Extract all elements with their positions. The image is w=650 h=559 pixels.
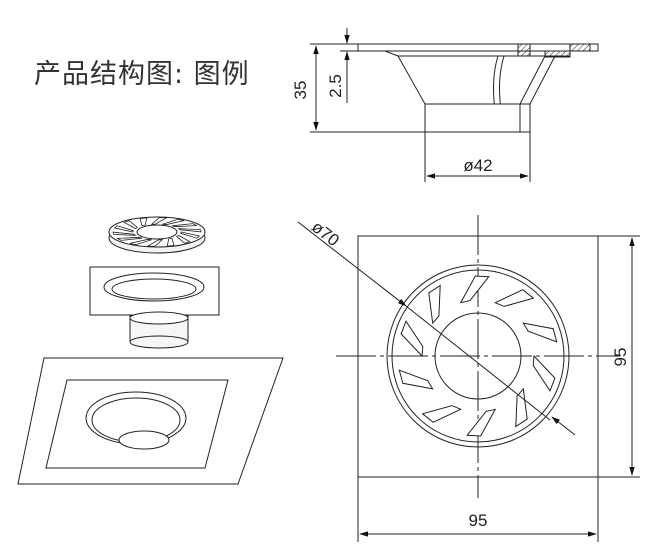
cover-slot <box>116 236 143 241</box>
cover-slot <box>166 237 175 247</box>
strainer-slot <box>400 320 424 358</box>
strainer-slot <box>459 275 490 304</box>
cover-slot <box>171 223 198 228</box>
drain-tray <box>89 266 220 349</box>
cover-slot <box>112 231 137 236</box>
cover-slot <box>146 239 164 247</box>
strainer-slot <box>532 354 556 392</box>
diagram-title: 产品结构图: 图例 <box>34 59 250 90</box>
strainer-slot <box>522 322 558 343</box>
cover-slot <box>162 218 185 226</box>
cover-slot <box>180 231 201 239</box>
top-view <box>336 215 620 498</box>
side-section-view <box>357 43 599 133</box>
strainer-diameter-label: ø70 <box>308 217 343 250</box>
cover-slot <box>150 217 168 225</box>
strainer-slot <box>494 289 535 307</box>
flange-thickness-label: 2.5 <box>326 74 345 98</box>
strainer-slot <box>466 408 497 437</box>
cover-slot <box>177 228 202 233</box>
base-plate <box>17 357 284 485</box>
cover-slot <box>123 220 138 230</box>
plate-width-label: 95 <box>469 511 488 530</box>
strainer-slot <box>515 387 528 428</box>
side-view-dimensions <box>310 28 531 182</box>
strainer-slot <box>421 405 462 423</box>
strainer-slot <box>428 284 441 325</box>
cover-slot <box>129 238 152 246</box>
cover-slot <box>113 225 134 233</box>
plate-height-label: 95 <box>611 348 630 367</box>
top-view-dimensions <box>297 221 640 542</box>
cover-slot <box>176 234 191 244</box>
height-label: 35 <box>291 81 310 100</box>
strainer-cover <box>108 216 206 254</box>
cover-slot <box>139 217 148 227</box>
outlet-diameter-label: ø42 <box>463 156 492 175</box>
exploded-view <box>17 216 284 485</box>
strainer-slot <box>398 369 434 390</box>
